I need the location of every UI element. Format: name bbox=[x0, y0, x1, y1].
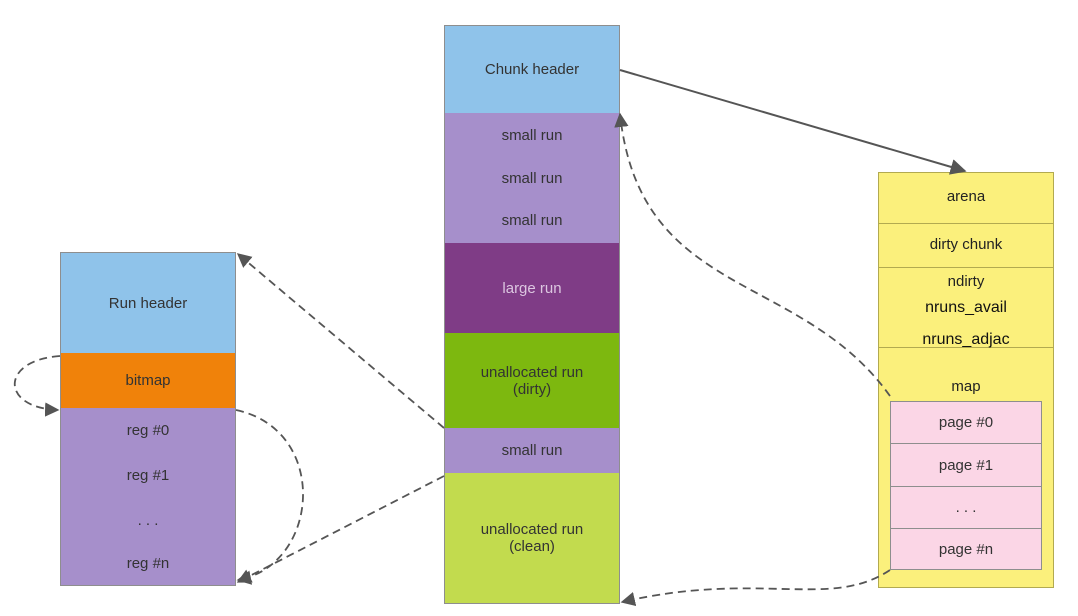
bitmap-loop-arrow bbox=[14, 355, 61, 417]
dirty-chunk-field: dirty chunk bbox=[929, 236, 1003, 253]
small-run-cell-1: small run bbox=[444, 113, 620, 159]
page-ellipsis-cell: . . . bbox=[890, 486, 1042, 529]
map-field: map bbox=[951, 378, 981, 395]
arena-divider bbox=[878, 347, 1054, 348]
arena-divider bbox=[878, 223, 1054, 224]
reg-n-cell: reg #n bbox=[60, 542, 236, 586]
page-0-to-chunk-arrow bbox=[614, 112, 891, 397]
unallocated-clean-label: unallocated run bbox=[480, 521, 584, 538]
unallocated-dirty-label: unallocated run bbox=[480, 363, 584, 381]
reg-0-cell: reg #0 bbox=[60, 408, 236, 454]
nruns-avail-field: nruns_avail bbox=[925, 299, 1007, 316]
arena-field: arena bbox=[946, 188, 986, 205]
bitmap-cell: bitmap bbox=[60, 353, 236, 409]
small-run-cell-4: small run bbox=[444, 428, 620, 474]
reg-1-cell: reg #1 bbox=[60, 453, 236, 499]
unallocated-clean-sublabel: (clean) bbox=[509, 538, 555, 555]
nruns-adjac-field: nruns_adjac bbox=[922, 331, 1010, 348]
run-header: Run header bbox=[60, 252, 236, 354]
page-0-cell: page #0 bbox=[890, 401, 1042, 444]
large-run-cell: large run bbox=[444, 243, 620, 334]
reg-curve-arrow bbox=[235, 409, 304, 585]
unallocated-dirty-sublabel: (dirty) bbox=[512, 380, 552, 398]
small-run-to-run-header-arrow bbox=[236, 253, 445, 429]
chunk-header: Chunk header bbox=[444, 25, 620, 114]
chunk-to-arena-arrow bbox=[619, 69, 967, 175]
arena-divider bbox=[878, 267, 1054, 268]
unallocated-dirty-cell: unallocated run (dirty) bbox=[444, 333, 620, 429]
unallocated-clean-cell: unallocated run (clean) bbox=[444, 473, 620, 604]
ndirty-field: ndirty bbox=[947, 273, 985, 290]
page-n-to-chunk-arrow bbox=[620, 569, 891, 607]
small-run-cell-3: small run bbox=[444, 198, 620, 244]
page-n-cell: page #n bbox=[890, 528, 1042, 570]
